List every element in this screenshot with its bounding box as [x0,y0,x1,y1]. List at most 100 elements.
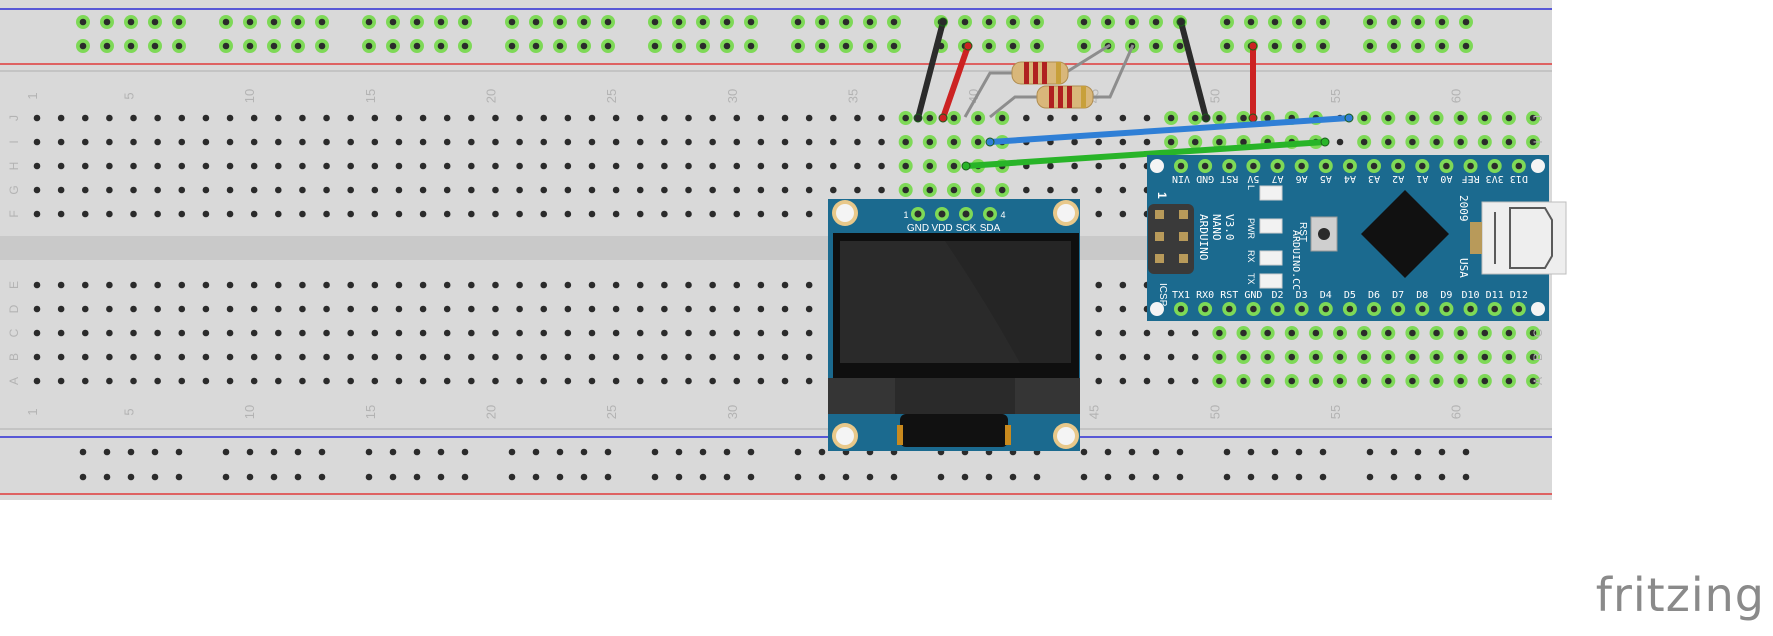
rail-hole [866,473,874,481]
breadboard-hole [974,186,982,194]
red-wire-2 [1248,41,1258,123]
black-wire-1 [913,17,948,123]
breadboard-hole [829,114,837,122]
breadboard-hole [612,377,620,385]
breadboard-hole [347,210,354,218]
breadboard-hole [130,377,137,385]
breadboard-hole [395,329,403,337]
rail-hole [1462,18,1470,26]
breadboard-hole [661,210,668,218]
breadboard-hole [347,186,354,194]
breadboard-hole [588,210,596,218]
breadboard-hole [130,114,137,122]
breadboard-hole [226,353,234,361]
rail-hole [675,18,683,26]
arduino-pin-label: D3 [1296,290,1308,301]
breadboard-hole [275,186,282,194]
breadboard-hole [299,114,306,122]
resistor-band [1058,86,1063,108]
breadboard-hole [1360,114,1368,122]
breadboard-hole [757,138,765,146]
rail-hole [580,42,588,50]
breadboard-hole [419,377,427,385]
breadboard-hole [685,138,692,146]
rail-hole [1223,18,1231,26]
breadboard-hole [178,329,186,337]
breadboard-hole [130,162,137,170]
rail-hole [1295,448,1303,456]
rail-hole [1104,473,1112,481]
breadboard-hole [106,305,113,313]
breadboard-hole [33,162,41,170]
arduino-pin-label: D11 [1486,290,1504,301]
breadboard-hole [757,186,765,194]
breadboard-hole [1167,353,1175,361]
breadboard-hole [106,329,113,337]
rail-hole [699,18,707,26]
row-label: B [1531,353,1545,361]
breadboard-hole [516,329,523,337]
breadboard-hole [323,114,330,122]
breadboard-hole [805,162,813,170]
breadboard-hole [781,353,789,361]
arduino-pin-label: D10 [1462,290,1480,301]
arduino-pin-hole [1298,305,1305,313]
breadboard-hole [250,377,258,385]
column-label: 50 [1207,89,1222,103]
rail-hole [461,448,469,456]
breadboard-hole [106,114,113,122]
breadboard-hole [1384,138,1392,146]
breadboard-hole [612,186,620,194]
breadboard-hole [733,377,741,385]
arduino-pin-hole [1394,305,1402,313]
breadboard-hole [1409,353,1416,361]
breadboard-hole [1384,114,1392,122]
rail-hole [961,18,969,26]
rail-hole [604,18,612,26]
rail-hole [151,42,159,50]
breadboard-hole [250,114,258,122]
column-label: 60 [1449,405,1464,419]
wire-body [987,115,1352,145]
breadboard-hole [516,114,523,122]
rail-hole [222,42,230,50]
arduino-pin-hole [1225,305,1233,313]
rail-hole [461,473,469,481]
breadboard-hole [612,281,620,289]
breadboard-hole [854,162,861,170]
rail-hole [461,42,469,50]
rail-hole [1295,18,1303,26]
breadboard-hole [757,281,765,289]
rail-hole [437,18,445,26]
breadboard-hole [1360,329,1368,337]
rail-hole [937,473,945,481]
rail-hole [318,42,326,50]
breadboard-hole [636,138,644,146]
breadboard-hole [299,210,306,218]
row-label: I [7,140,21,143]
breadboard-hole [878,186,885,194]
rail-hole [961,473,969,481]
resistor-lead [1090,44,1135,99]
rail-hole [318,448,326,456]
rail-hole [556,42,564,50]
breadboard-hole [805,353,813,361]
breadboard-hole [395,353,403,361]
breadboard-hole [564,138,572,146]
breadboard-hole [516,305,523,313]
breadboard-hole [805,305,813,313]
arduino-pin-hole [1177,305,1185,313]
arduino-led [1259,218,1283,234]
breadboard-hole [419,353,427,361]
breadboard-hole [57,377,65,385]
breadboard-hole [154,281,161,289]
breadboard-hole [661,281,668,289]
breadboard-hole [781,114,789,122]
breadboard-hole [1529,353,1537,361]
wire-body [1178,19,1209,121]
usb-outline [1494,207,1553,269]
breadboard-hole [419,329,427,337]
breadboard-hole [347,281,354,289]
breadboard-hole [33,377,41,385]
